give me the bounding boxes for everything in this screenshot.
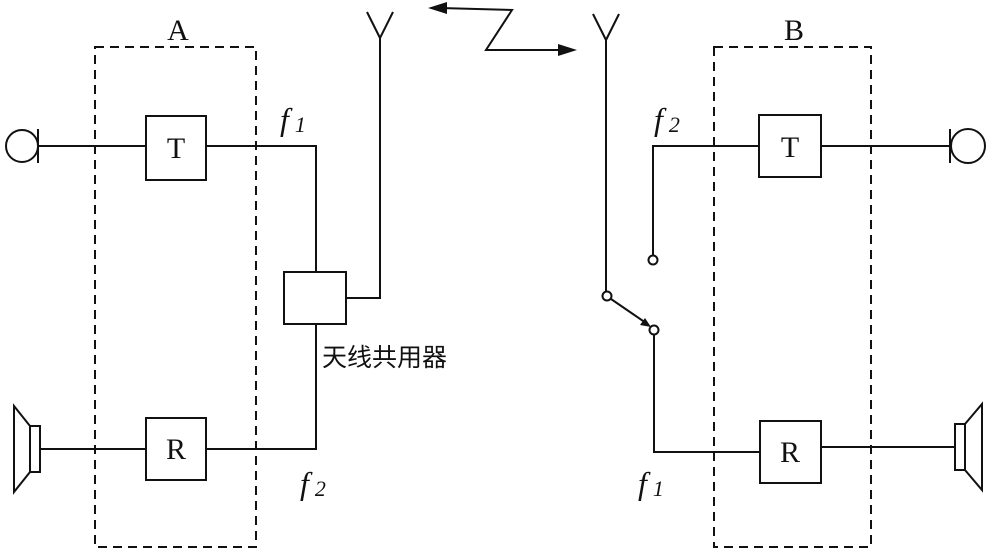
station-b-receiver [759,420,822,484]
switch-arrow-icon [640,318,651,327]
radio-link-zigzag [428,2,577,56]
station-a-receiver [145,417,207,481]
station-b-receiver-label: R [780,436,800,469]
station-b-label: B [784,14,804,47]
station-a-antenna-icon [366,11,394,39]
station-b-transmitter [758,114,822,178]
station-b-transmitter-label: T [781,131,799,164]
switch-tx-contact [647,254,659,266]
station-a-tx-line [206,145,317,272]
microphone-icon [5,129,39,163]
station-a-rx-line [206,324,317,450]
tx-rx-switch [601,254,660,336]
speaker-icon [954,401,983,493]
station-b-rx-line [653,335,760,453]
switch-common-contact [601,290,613,302]
station-b-boundary [713,46,872,548]
antenna-duplexer-label: 天线共用器 [322,343,447,372]
station-a-boundary [94,46,257,548]
link-arrow-right-icon [558,44,577,56]
speaker-icon [13,403,41,495]
microphone-icon [949,128,986,164]
station-a-transmitter-label: T [167,132,185,165]
switch-arm [610,298,647,324]
station-a-label: A [167,14,189,47]
station-b-antenna-icon [592,13,620,41]
station-b-tx-line [652,145,759,255]
station-a-transmitter [145,115,207,181]
station-a-antenna-feed [346,38,381,299]
switch-rx-contact [648,324,660,336]
link-arrow-left-icon [428,2,447,14]
station-a-receiver-label: R [166,433,186,466]
antenna-duplexer [283,271,347,325]
